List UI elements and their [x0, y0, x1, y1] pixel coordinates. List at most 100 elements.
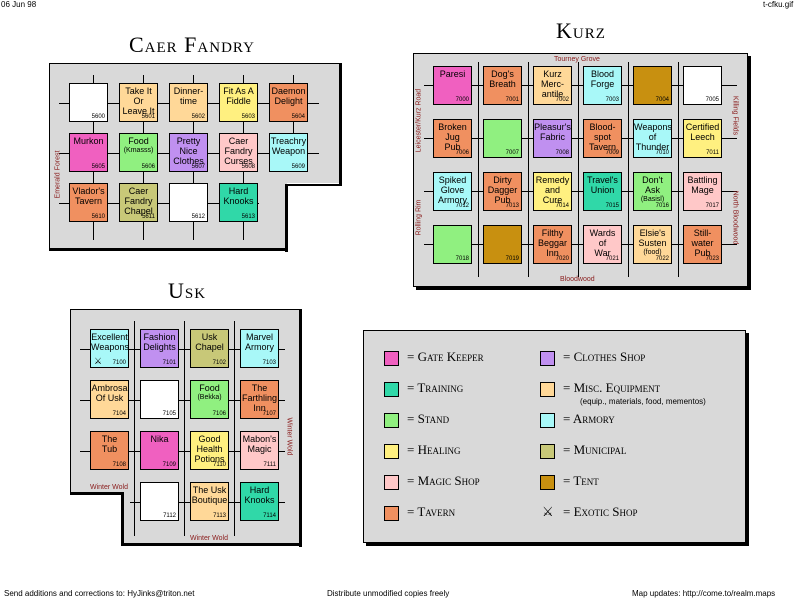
legend-label: = Clothes Shop [563, 349, 646, 364]
date-label: 06 Jun 98 [1, 0, 37, 9]
shop-number: 7006 [455, 150, 469, 156]
legend-swatch [540, 382, 555, 397]
kurz-title: Kurz [556, 18, 606, 43]
shop-7000: Paresi 7000 [433, 66, 472, 105]
shop-name: Excellent Weapons [91, 332, 129, 352]
shop-name: Caer Fandry Chapel [124, 186, 153, 216]
shop-7100: Excellent Weapons 7100 ⚔ [90, 329, 129, 368]
legend: = Gate Keeper= Clothes Shop= Training= M… [363, 330, 746, 543]
shop-number: 7022 [655, 256, 669, 262]
shop-name: Pretty Nice Clothes [173, 136, 204, 166]
shop-name: Fashion Delights [143, 332, 176, 352]
shop-7113: The Usk Boutique 7113 [190, 482, 229, 521]
shop-number: 7100 [112, 360, 126, 366]
shop-7016: Don't Ask(Basisl)7016 [633, 172, 672, 211]
shop-number: 5607 [191, 164, 205, 170]
shop-name: Filthy Beggar Inn [537, 228, 568, 258]
street-killing-fields: Killing Fields [731, 95, 739, 136]
shop-number: 7002 [555, 97, 569, 103]
shop-name: Food [199, 383, 220, 393]
shop-name: Food [128, 136, 149, 146]
shop-number: 5601 [141, 114, 155, 120]
shop-name: The Usk Boutique [191, 485, 228, 505]
shop-7022: Elsie's Susten(food)7022 [633, 225, 672, 264]
legend-label: = Tavern [407, 504, 456, 519]
legend-label: = Stand [407, 411, 450, 426]
shop-name: Fit As A Fiddle [223, 86, 254, 106]
usk-map: Winter Wold Winter Wold Winter Wold Exce… [70, 309, 302, 547]
shop-name: Wards of War [589, 228, 616, 258]
shop-name: Dirty Dagger Pub [487, 175, 518, 205]
shop-7102: Usk Chapel 7102 [190, 329, 229, 368]
shop-number: 7010 [655, 150, 669, 156]
shop-name: Still- water Pub [691, 228, 714, 258]
shop-name: Dinner- time [173, 86, 204, 106]
legend-label: = Municipal [563, 442, 627, 457]
legend-label: = Magic Shop [407, 473, 480, 488]
legend-label: = Misc. Equipment [563, 380, 661, 395]
shop-name: Treachry Weapon [270, 136, 307, 156]
shop-number: 5611 [142, 214, 155, 220]
shop-number: 7104 [112, 411, 126, 417]
shop-number: 7111 [263, 462, 276, 468]
legend-swatch [540, 351, 555, 366]
shop-number: 7005 [705, 97, 719, 103]
shop-7007: 7007 [483, 119, 522, 158]
shop-7106: Food(Bekka)7106 [190, 380, 229, 419]
legend-swatch [384, 413, 399, 428]
shop-5600: 5600 [69, 83, 108, 122]
shop-number: 7019 [505, 256, 519, 262]
legend-swatch [384, 382, 399, 397]
shop-subtitle: (Basisl) [640, 196, 665, 203]
legend-label: = Exotic Shop [563, 504, 638, 519]
shop-name: Murkon [73, 136, 104, 146]
shop-number: 7109 [162, 462, 176, 468]
shop-7004: 7004 [633, 66, 672, 105]
shop-number: 7108 [112, 462, 126, 468]
crossed-swords-icon: ⚔ [94, 356, 103, 366]
street-bloodwood: Bloodwood [560, 276, 595, 283]
shop-number: 7105 [162, 411, 176, 417]
shop-number: 7013 [505, 203, 519, 209]
shop-number: 7113 [213, 513, 226, 519]
shop-number: 5600 [91, 114, 105, 120]
shop-number: 7021 [605, 256, 619, 262]
legend-swatch [384, 475, 399, 490]
shop-7005: 7005 [683, 66, 722, 105]
street-winter-wold-left: Winter Wold [90, 484, 128, 491]
shop-7018: 7018 [433, 225, 472, 264]
footer-contact: Send additions and corrections to: HyJin… [4, 589, 195, 598]
shop-number: 7102 [212, 360, 226, 366]
shop-number: 5612 [191, 214, 205, 220]
shop-number: 7016 [655, 203, 669, 209]
shop-name: Usk Chapel [195, 332, 224, 352]
shop-name: Daemon Delight [271, 86, 306, 106]
legend-swatch [540, 444, 555, 459]
shop-5606: Food(Kmasss)5606 [119, 133, 158, 172]
shop-number: 7000 [455, 97, 469, 103]
shop-number: 5608 [241, 164, 255, 170]
shop-number: 7017 [705, 203, 719, 209]
shop-number: 7114 [263, 513, 276, 519]
shop-name: Remedy and Cure [535, 175, 570, 205]
shop-7105: 7105 [140, 380, 179, 419]
shop-number: 7023 [705, 256, 719, 262]
shop-name: Certified Leech [685, 122, 720, 142]
shop-name: Blood- spot Tavern [588, 122, 616, 152]
shop-name: Paresi [439, 69, 466, 79]
shop-number: 5602 [191, 114, 205, 120]
shop-name: Elsie's Susten [638, 228, 667, 248]
